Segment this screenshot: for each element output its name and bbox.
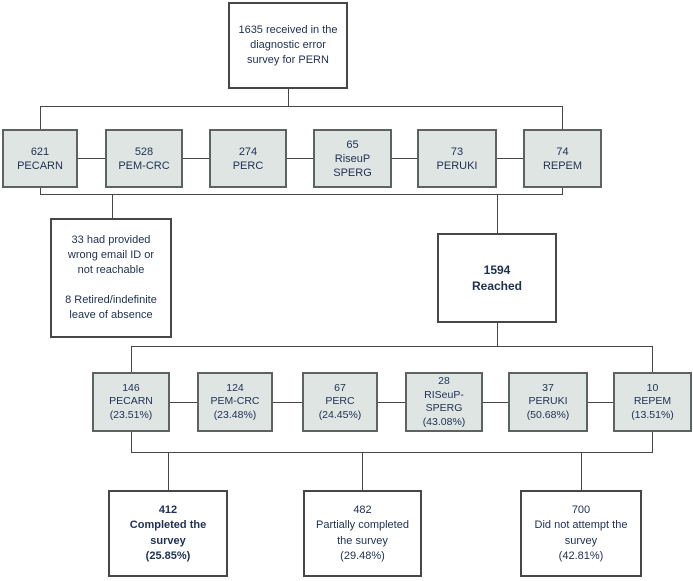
- connector-bus-row3-top: [131, 346, 653, 347]
- box-resp-repem: 10 REPEM (13.51%): [613, 372, 692, 432]
- connector-link-r3-1-2: [170, 402, 197, 403]
- connector-to-not-attempted: [581, 452, 582, 490]
- box-resp-perc: 67 PERC (24.45%): [302, 372, 378, 432]
- connector-link-r2-3-4: [287, 158, 313, 159]
- connector-to-partial: [362, 452, 363, 490]
- box-resp-peruki: 37 PERUKI (50.68%): [508, 372, 588, 432]
- connector-link-r2-4-5: [392, 158, 417, 159]
- box-resp-riseup-sperg: 28 RISeuP- SPERG (43.08%): [405, 372, 483, 432]
- connector-link-r2-1-2: [78, 158, 105, 159]
- box-resp-pem-crc: 124 PEM-CRC (23.48%): [197, 372, 273, 432]
- connector-bus4-right-rise: [652, 432, 653, 452]
- box-partially-completed: 482 Partially completed the survey (29.4…: [303, 490, 422, 577]
- connector-bus3-right-drop: [652, 346, 653, 372]
- connector-bus-row2-top: [40, 106, 563, 107]
- box-sent-riseup-sperg: 65 RiseuP SPERG: [313, 129, 392, 188]
- connector-to-reached: [497, 194, 498, 233]
- connector-bus-row3-bottom: [131, 452, 653, 453]
- box-total-surveyed: 1635 received in the diagnostic error su…: [228, 2, 348, 89]
- box-not-attempted: 700 Did not attempt the survey (42.81%): [520, 490, 642, 577]
- connector-bus3-left-drop: [131, 346, 132, 372]
- connector-link-r3-4-5: [483, 402, 508, 403]
- connector-bus1-right-drop: [562, 106, 563, 129]
- box-sent-repem: 74 REPEM: [523, 129, 602, 188]
- connector-bus2-left-rise: [40, 188, 41, 194]
- box-reached: 1594 Reached: [437, 233, 557, 323]
- connector-to-completed: [168, 452, 169, 490]
- connector-bus2-right-rise: [562, 188, 563, 194]
- connector-link-r2-2-3: [183, 158, 209, 159]
- box-completed: 412 Completed the survey (25.85%): [108, 490, 228, 577]
- connector-link-r2-5-6: [497, 158, 523, 159]
- box-sent-perc: 274 PERC: [209, 129, 287, 188]
- connector-link-r3-2-3: [273, 402, 302, 403]
- connector-bus4-left-rise: [131, 432, 132, 452]
- box-sent-pecarn: 621 PECARN: [2, 129, 78, 188]
- connector-to-not-reached: [112, 194, 113, 218]
- connector-link-r3-3-4: [378, 402, 405, 403]
- box-resp-pecarn: 146 PECARN (23.51%): [92, 372, 170, 432]
- box-sent-pem-crc: 528 PEM-CRC: [105, 129, 183, 188]
- box-not-reached-note: 33 had provided wrong email ID or not re…: [50, 218, 172, 338]
- connector-reached-stem: [497, 323, 498, 346]
- connector-bus-row2-bottom: [40, 194, 563, 195]
- connector-bus1-left-drop: [40, 106, 41, 129]
- connector-top-stem: [288, 89, 289, 106]
- connector-link-r3-5-6: [588, 402, 613, 403]
- box-sent-peruki: 73 PERUKI: [417, 129, 497, 188]
